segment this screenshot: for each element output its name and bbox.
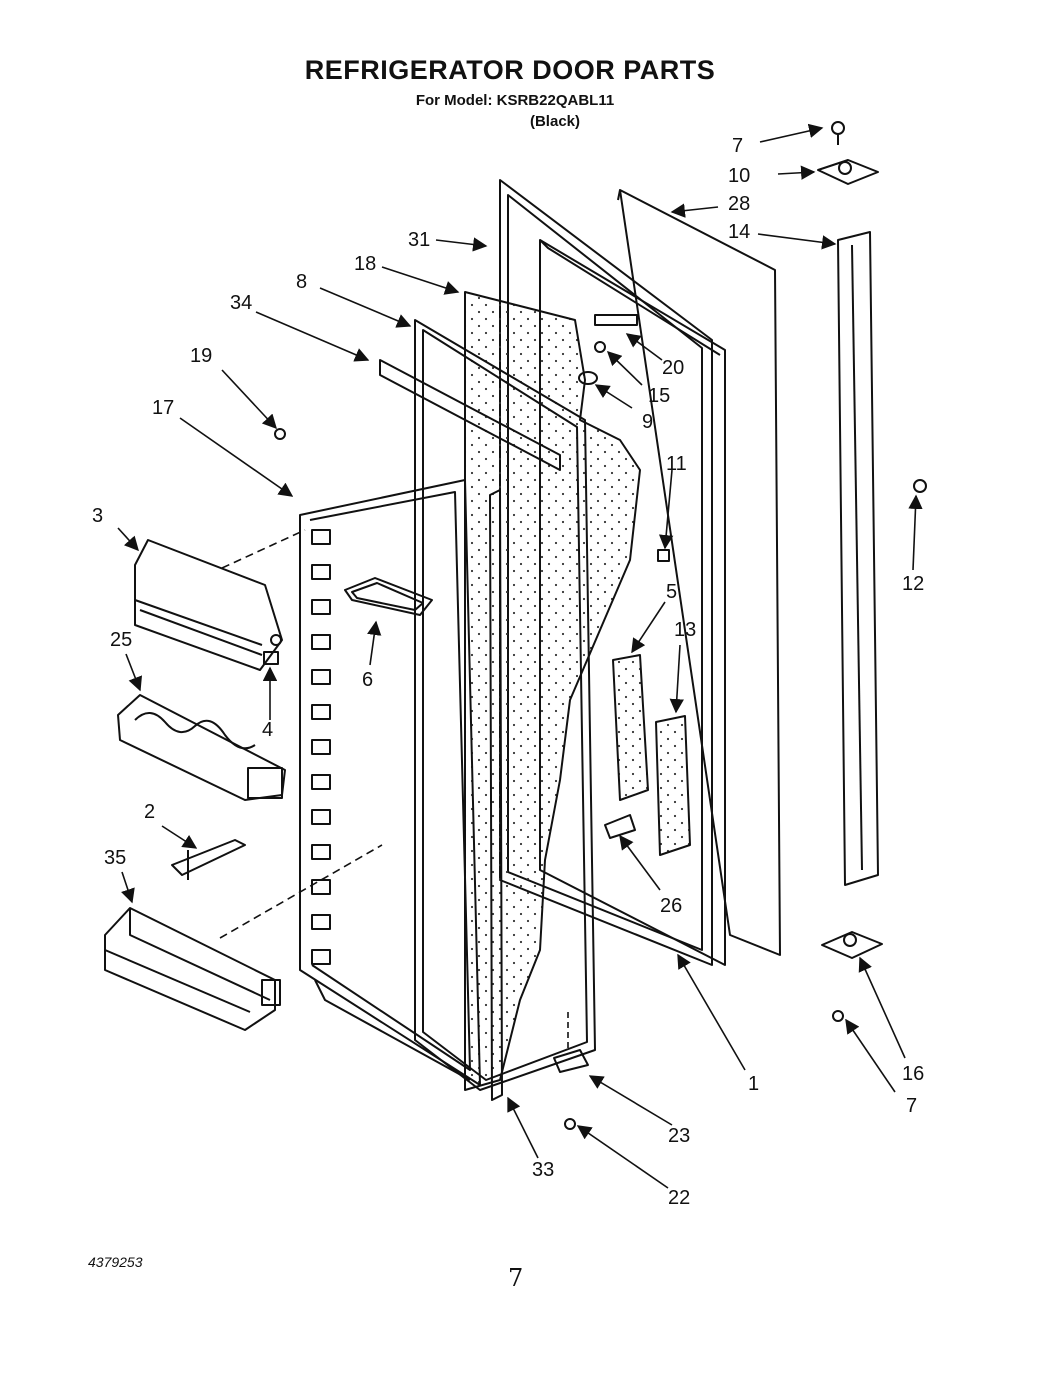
callout-labels: 7 10 28 14 31 18 8 34 19 17 20 15 9 11 1…	[92, 135, 924, 1209]
callout-10: 10	[728, 165, 750, 187]
clip-11	[657, 549, 670, 562]
callout-5: 5	[666, 581, 677, 603]
page-number: 7	[508, 1264, 524, 1292]
callout-22: 22	[668, 1187, 690, 1209]
callout-15: 15	[648, 385, 670, 407]
bracket-20	[594, 314, 638, 326]
callout-4: 4	[262, 719, 273, 741]
callout-1: 1	[748, 1073, 759, 1095]
bin-divider	[171, 839, 246, 880]
top-hinge	[817, 159, 879, 185]
dairy-door	[134, 539, 283, 671]
callout-19: 19	[190, 345, 212, 367]
callout-13: 13	[674, 619, 696, 641]
callout-17: 17	[152, 397, 174, 419]
liner-shelf-ribs	[311, 529, 331, 965]
callout-31: 31	[408, 229, 430, 251]
foam-block-5	[612, 654, 649, 801]
callout-25: 25	[110, 629, 132, 651]
model-number: For Model: KSRB22QABL11	[415, 92, 615, 109]
callout-7-top: 7	[732, 135, 743, 157]
callout-18: 18	[354, 253, 376, 275]
bottom-hinge	[821, 931, 883, 959]
screw-19	[274, 428, 286, 440]
screw-12	[913, 479, 927, 493]
document-number: 4379253	[88, 1254, 143, 1270]
clip-26	[604, 814, 636, 839]
plug-9	[578, 371, 598, 385]
leader-lines	[117, 123, 923, 1189]
inner-door-liner	[299, 479, 481, 1086]
callout-7-bottom: 7	[906, 1095, 917, 1117]
small-tray	[344, 577, 433, 616]
callout-35: 35	[104, 847, 126, 869]
egg-tray	[117, 694, 286, 801]
callout-26: 26	[660, 895, 682, 917]
hinge-bracket-23	[553, 1049, 589, 1073]
screw-15	[594, 341, 606, 353]
door-panel	[617, 189, 781, 956]
callout-16: 16	[902, 1063, 924, 1085]
callout-23: 23	[668, 1125, 690, 1147]
screw-22	[564, 1118, 576, 1130]
hinge-pin	[263, 634, 282, 665]
foam-insulation	[464, 291, 641, 1091]
door-bin	[104, 907, 281, 1031]
model-color: (Black)	[529, 113, 581, 130]
trim-strip	[489, 489, 503, 1101]
top-cap	[379, 359, 561, 471]
callout-12: 12	[902, 573, 924, 595]
callout-6: 6	[362, 669, 373, 691]
door-handle	[837, 231, 879, 886]
screw-7-bottom	[832, 1010, 844, 1022]
callout-34: 34	[230, 292, 252, 314]
breaker-frame	[414, 319, 596, 1091]
callout-3: 3	[92, 505, 103, 527]
callout-8: 8	[296, 271, 307, 293]
callout-9: 9	[642, 411, 653, 433]
foam-block-13	[655, 715, 691, 856]
callout-14: 14	[728, 221, 750, 243]
callout-11: 11	[666, 453, 687, 475]
callout-20: 20	[662, 357, 684, 379]
callout-33: 33	[532, 1159, 554, 1181]
screw-7-top	[831, 121, 845, 145]
page-title: REFRIGERATOR DOOR PARTS	[304, 55, 716, 85]
callout-2: 2	[144, 801, 155, 823]
callout-28: 28	[728, 193, 750, 215]
